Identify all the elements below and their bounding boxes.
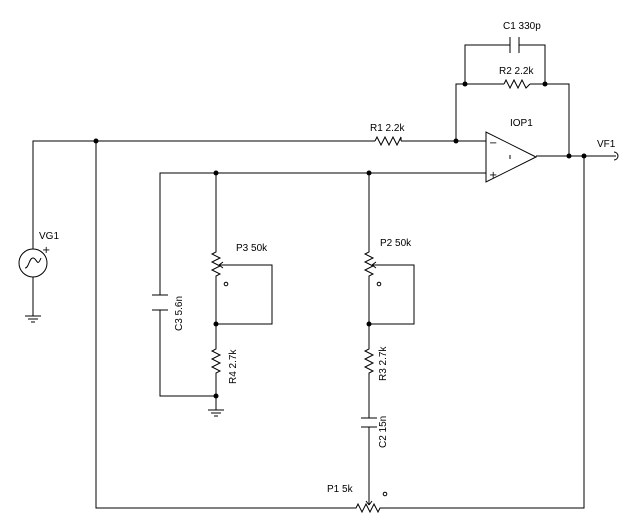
capacitor-c2 <box>361 417 377 428</box>
resistor-r2 <box>503 78 531 90</box>
potentiometer-p1 <box>352 491 388 514</box>
p2-label: P2 50k <box>380 238 412 249</box>
c3-label: C3 5.6n <box>174 296 185 331</box>
c1-label: C1 330p <box>503 21 541 32</box>
r2-label: R2 2.2k <box>499 66 534 77</box>
junction-dots <box>93 81 587 399</box>
potentiometer-p3 <box>210 248 229 287</box>
opamp-plus-sign: + <box>489 170 497 181</box>
capacitor-c3 <box>152 294 168 311</box>
voltage-source-vg1: + <box>18 245 50 278</box>
potentiometer-p2 <box>363 248 382 287</box>
capacitor-c1 <box>509 37 520 53</box>
opamp-iop1: − + <box>485 131 538 183</box>
p1-label: P1 5k <box>327 484 354 495</box>
resistor-r3 <box>363 345 375 376</box>
ground-symbol-vg1 <box>25 315 41 323</box>
ground-symbol-r4 <box>208 409 224 417</box>
wires <box>32 44 611 509</box>
r3-label: R3 2.7k <box>378 346 389 381</box>
resistor-r1 <box>374 135 402 147</box>
r1-label: R1 2.2k <box>370 123 405 134</box>
vg1-plus-sign: + <box>42 245 50 256</box>
c2-label: C2 15n <box>378 416 389 448</box>
vf1-label: VF1 <box>597 139 616 150</box>
p3-label: P3 50k <box>236 243 268 254</box>
r4-label: R4 2.7k <box>228 349 239 384</box>
output-terminal-vf1 <box>611 151 619 161</box>
resistor-r4 <box>210 345 222 376</box>
opamp-minus-sign: − <box>489 138 497 149</box>
vg1-label: VG1 <box>39 231 59 242</box>
iop1-label: IOP1 <box>510 118 533 129</box>
